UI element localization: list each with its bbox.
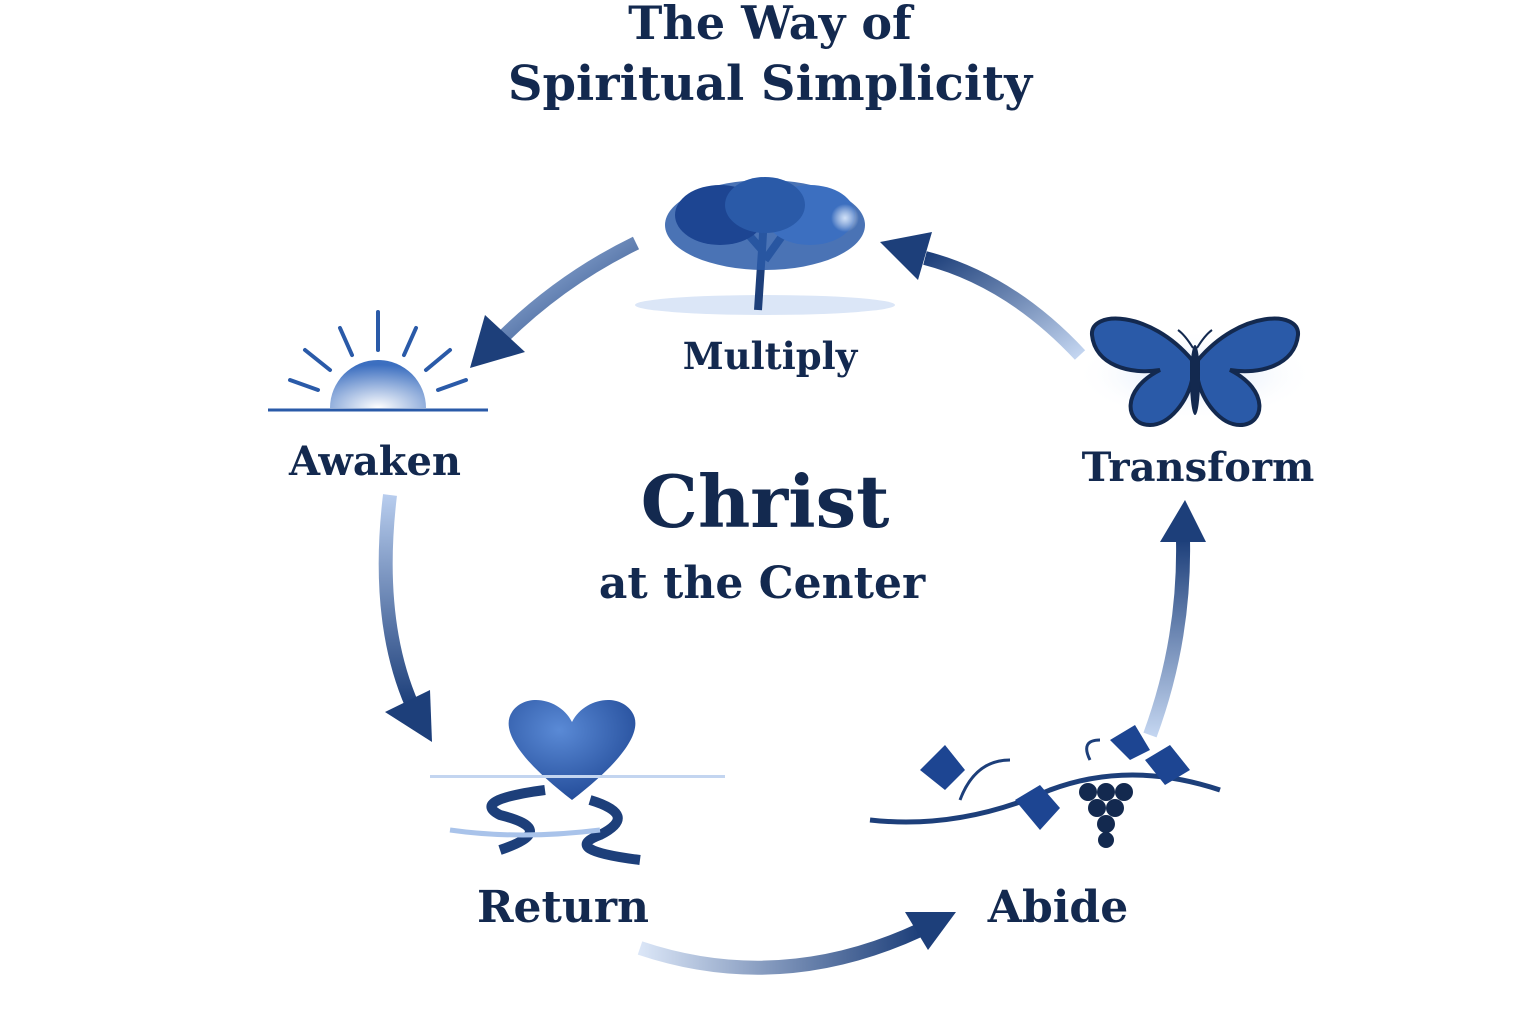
vine-grapes-icon bbox=[869, 725, 1221, 848]
arrow-multiply-to-awaken bbox=[470, 236, 640, 368]
butterfly-icon bbox=[1075, 316, 1315, 428]
stage-label-multiply: Multiply bbox=[682, 334, 858, 378]
center-title: Christ bbox=[640, 459, 890, 544]
stage-label-awaken: Awaken bbox=[288, 438, 462, 485]
stage-label-return: Return bbox=[476, 882, 650, 933]
arrow-return-to-abide bbox=[637, 912, 956, 975]
stage-label-abide: Abide bbox=[987, 882, 1129, 933]
center-subtitle: at the Center bbox=[598, 558, 926, 609]
arrow-transform-to-multiply bbox=[880, 232, 1086, 360]
tree-icon bbox=[635, 177, 895, 315]
title-line-1: The Way of bbox=[628, 0, 912, 50]
stage-label-transform: Transform bbox=[1081, 444, 1315, 491]
arrow-abide-to-transform bbox=[1143, 500, 1206, 738]
sunrise-icon bbox=[268, 310, 488, 412]
arrow-awaken-to-return bbox=[378, 494, 432, 742]
title-line-2: Spiritual Simplicity bbox=[507, 56, 1033, 112]
heart-water-icon bbox=[430, 699, 725, 865]
